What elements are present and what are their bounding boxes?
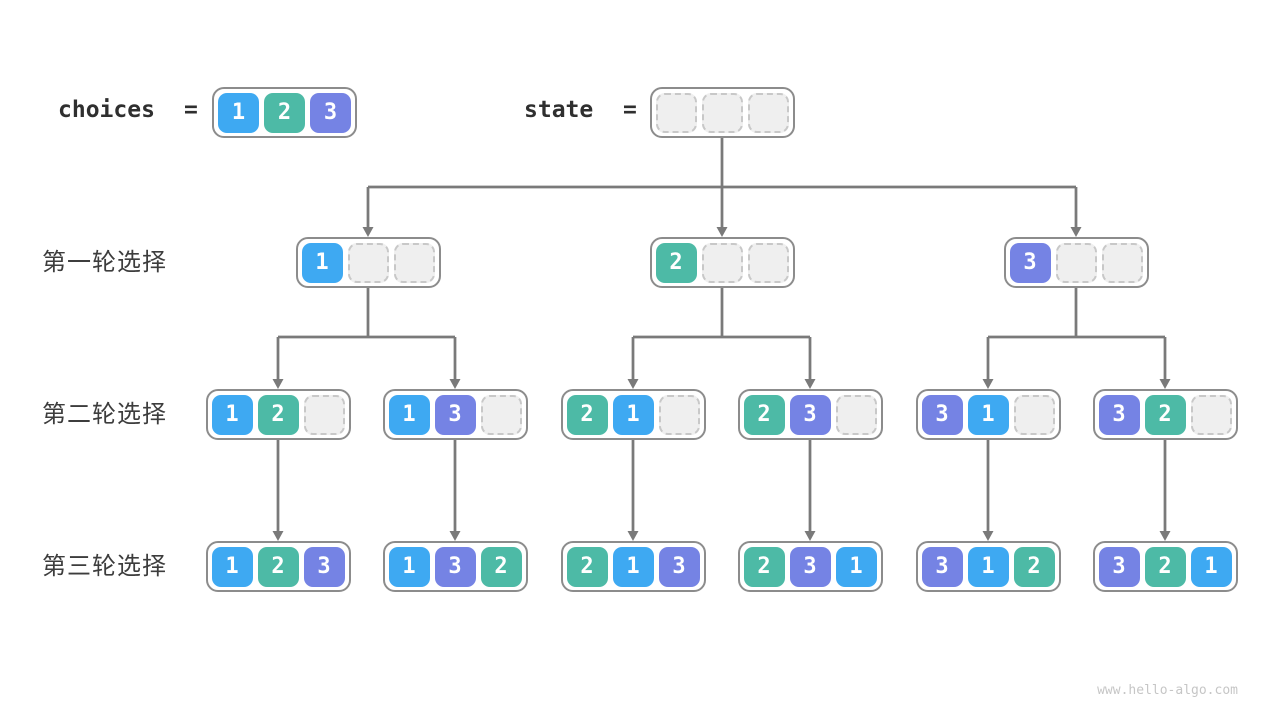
choice-cell-2: 2 bbox=[264, 92, 305, 133]
empty-cell bbox=[655, 92, 697, 133]
choice-cell-3: 3 bbox=[310, 92, 351, 133]
empty-cell bbox=[303, 394, 345, 435]
row-label-round-3: 第三轮选择 bbox=[42, 552, 167, 580]
choice-cell-3: 3 bbox=[1098, 546, 1140, 587]
choice-cell-3: 3 bbox=[1009, 242, 1051, 283]
choice-cell-1: 1 bbox=[301, 242, 343, 283]
state-label: state bbox=[524, 97, 594, 123]
choice-cell-3: 3 bbox=[434, 546, 476, 587]
empty-cell bbox=[701, 242, 743, 283]
empty-cell bbox=[835, 394, 877, 435]
choice-cell-3: 3 bbox=[921, 546, 963, 587]
choice-cell-1: 1 bbox=[1190, 546, 1232, 587]
row-label-round-2: 第二轮选择 bbox=[42, 400, 167, 428]
choice-cell-3: 3 bbox=[658, 546, 700, 587]
choice-cell-2: 2 bbox=[1144, 394, 1186, 435]
state-node-round1-3: 3 bbox=[1003, 237, 1149, 288]
choice-cell-1: 1 bbox=[612, 546, 654, 587]
empty-cell bbox=[393, 242, 435, 283]
empty-cell bbox=[1013, 394, 1055, 435]
choice-cell-2: 2 bbox=[743, 394, 785, 435]
choice-cell-1: 1 bbox=[211, 394, 253, 435]
watermark: www.hello-algo.com bbox=[1097, 683, 1238, 698]
empty-cell bbox=[658, 394, 700, 435]
state-node-round1-1: 1 bbox=[295, 237, 441, 288]
choice-cell-2: 2 bbox=[257, 394, 299, 435]
equals-sign: = bbox=[184, 97, 198, 123]
choice-cell-3: 3 bbox=[1098, 394, 1140, 435]
choice-cell-1: 1 bbox=[218, 92, 259, 133]
empty-cell bbox=[1055, 242, 1097, 283]
choice-cell-3: 3 bbox=[789, 546, 831, 587]
equals-sign: = bbox=[623, 97, 637, 123]
choice-cell-2: 2 bbox=[480, 546, 522, 587]
choice-cell-1: 1 bbox=[612, 394, 654, 435]
choice-cell-1: 1 bbox=[211, 546, 253, 587]
choice-cell-3: 3 bbox=[303, 546, 345, 587]
choice-cell-2: 2 bbox=[1013, 546, 1055, 587]
empty-cell bbox=[1101, 242, 1143, 283]
choices-label: choices bbox=[58, 97, 155, 123]
choice-cell-2: 2 bbox=[566, 394, 608, 435]
choice-cell-2: 2 bbox=[257, 546, 299, 587]
choice-cell-1: 1 bbox=[388, 546, 430, 587]
empty-cell bbox=[480, 394, 522, 435]
empty-cell bbox=[347, 242, 389, 283]
empty-cell bbox=[1190, 394, 1232, 435]
choice-cell-1: 1 bbox=[967, 394, 1009, 435]
state-node-round1-2: 2 bbox=[649, 237, 795, 288]
empty-cell bbox=[747, 242, 789, 283]
choice-cell-2: 2 bbox=[743, 546, 785, 587]
choice-cell-2: 2 bbox=[655, 242, 697, 283]
state-array bbox=[649, 87, 795, 138]
row-label-round-1: 第一轮选择 bbox=[42, 248, 167, 276]
choice-cell-3: 3 bbox=[434, 394, 476, 435]
choice-cell-1: 1 bbox=[388, 394, 430, 435]
choice-cell-1: 1 bbox=[967, 546, 1009, 587]
empty-cell bbox=[701, 92, 743, 133]
choice-cell-1: 1 bbox=[835, 546, 877, 587]
choice-cell-3: 3 bbox=[921, 394, 963, 435]
choice-cell-2: 2 bbox=[566, 546, 608, 587]
choice-cell-3: 3 bbox=[789, 394, 831, 435]
choice-cell-2: 2 bbox=[1144, 546, 1186, 587]
empty-cell bbox=[747, 92, 789, 133]
